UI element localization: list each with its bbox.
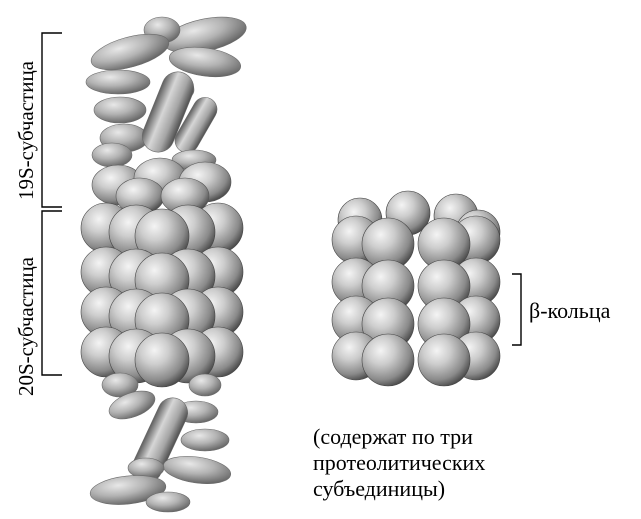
bracket-20s	[42, 211, 62, 375]
label-beta-rings: β-кольца	[529, 298, 610, 324]
core-20s-isolated	[332, 191, 500, 386]
iso-ring-4	[332, 332, 500, 386]
bracket-beta-rings	[512, 274, 521, 345]
label-19s-subparticle: 19S-субчастица	[16, 61, 37, 200]
note-line-1: (содержат по три	[313, 424, 473, 450]
proteasome-26s	[42, 11, 249, 512]
note-line-3: субъединицы)	[313, 476, 445, 502]
core-20s	[81, 203, 243, 387]
cap-19s-top	[86, 11, 249, 170]
cap-19s-bottom	[89, 373, 233, 512]
bracket-19s	[42, 33, 62, 207]
label-20s-subparticle: 20S-субчастица	[16, 257, 37, 396]
note-line-2: протеолитических	[313, 450, 485, 476]
